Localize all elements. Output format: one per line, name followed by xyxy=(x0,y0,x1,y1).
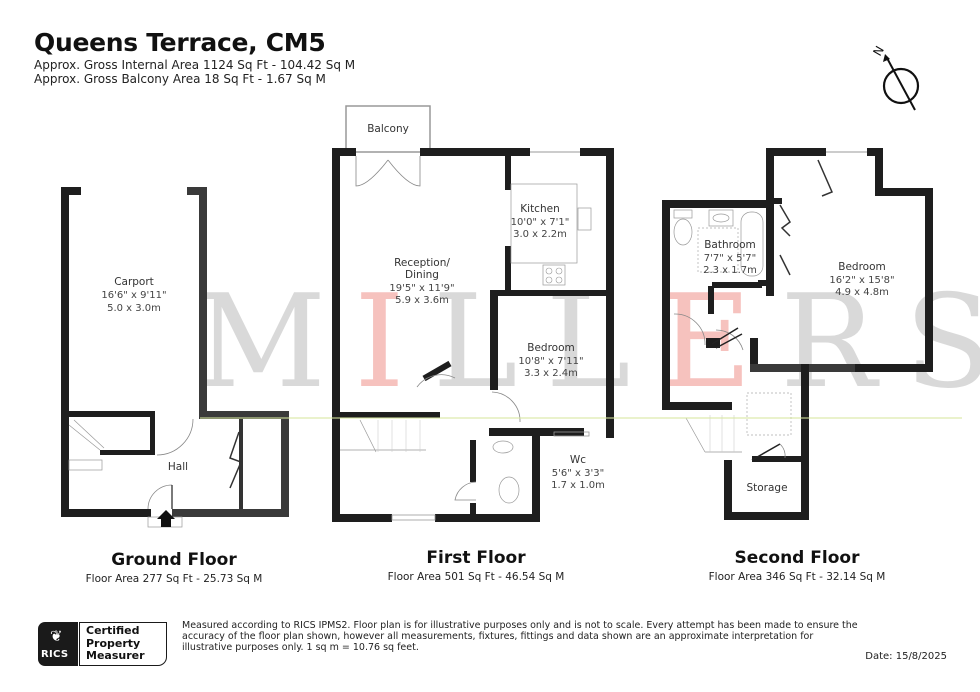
floor-area-first: Floor Area 501 Sq Ft - 46.54 Sq M xyxy=(387,571,565,583)
svg-text:7'7" x 5'7": 7'7" x 5'7" xyxy=(704,253,756,264)
svg-text:19'5" x 11'9": 19'5" x 11'9" xyxy=(389,283,454,294)
first-floor-plan: Balcony Kitchen 10'0" x 7'1" 3.0 x 2.2m … xyxy=(332,105,614,522)
floor-title-ground: Ground Floor xyxy=(111,550,237,570)
north-arrow-icon: N xyxy=(870,44,920,111)
room-label-reception-dining: Reception/ xyxy=(394,257,450,269)
svg-text:5'6" x 3'3": 5'6" x 3'3" xyxy=(552,468,604,479)
plan-date: Date: 15/8/2025 xyxy=(865,651,947,662)
lion-emblem-icon: ❦ xyxy=(50,627,63,645)
rics-certified-badge: ❦ RICS Certified Property Measurer xyxy=(38,622,168,666)
gross-balcony-area: Approx. Gross Balcony Area 18 Sq Ft - 1.… xyxy=(34,72,326,86)
room-label-carport: Carport xyxy=(114,276,154,288)
room-label-kitchen: Kitchen xyxy=(520,203,559,215)
room-label-wc: Wc xyxy=(570,454,586,466)
svg-text:3.0 x 2.2m: 3.0 x 2.2m xyxy=(513,229,567,240)
floor-area-ground: Floor Area 277 Sq Ft - 25.73 Sq M xyxy=(85,573,263,585)
property-title: Queens Terrace, CM5 xyxy=(34,28,326,57)
svg-text:Dining: Dining xyxy=(405,269,439,281)
floor-area-second: Floor Area 346 Sq Ft - 32.14 Sq M xyxy=(708,571,886,583)
floor-title-second: Second Floor xyxy=(734,548,860,568)
ground-floor-plan: Carport 16'6" x 9'11" 5.0 x 3.0m Hall xyxy=(61,187,289,528)
room-label-bedroom-first: Bedroom xyxy=(527,342,575,354)
svg-text:3.3 x 2.4m: 3.3 x 2.4m xyxy=(524,368,578,379)
room-label-bathroom: Bathroom xyxy=(704,239,756,251)
svg-text:5.0 x 3.0m: 5.0 x 3.0m xyxy=(107,303,161,314)
gross-internal-area: Approx. Gross Internal Area 1124 Sq Ft -… xyxy=(34,58,356,72)
second-floor-plan: Bathroom 7'7" x 5'7" 2.3 x 1.7m Bedroom … xyxy=(200,148,962,520)
rics-logo: ❦ RICS xyxy=(38,622,78,666)
room-label-storage: Storage xyxy=(746,482,787,494)
svg-text:16'2" x 15'8": 16'2" x 15'8" xyxy=(829,275,894,286)
svg-text:5.9 x 3.6m: 5.9 x 3.6m xyxy=(395,295,449,306)
svg-text:10'0" x 7'1": 10'0" x 7'1" xyxy=(511,217,570,228)
svg-text:16'6" x 9'11": 16'6" x 9'11" xyxy=(101,290,166,301)
svg-text:1.7 x 1.0m: 1.7 x 1.0m xyxy=(551,480,605,491)
svg-text:2.3 x 1.7m: 2.3 x 1.7m xyxy=(703,265,757,276)
disclaimer-text: Measured according to RICS IPMS2. Floor … xyxy=(182,620,858,653)
room-label-bedroom-second: Bedroom xyxy=(838,261,886,273)
svg-text:N: N xyxy=(870,44,887,59)
room-label-hall: Hall xyxy=(168,461,188,473)
room-label-balcony: Balcony xyxy=(367,123,409,135)
svg-text:4.9 x 4.8m: 4.9 x 4.8m xyxy=(835,287,889,298)
svg-text:10'8" x 7'11": 10'8" x 7'11" xyxy=(518,356,583,367)
floor-title-first: First Floor xyxy=(426,548,526,568)
